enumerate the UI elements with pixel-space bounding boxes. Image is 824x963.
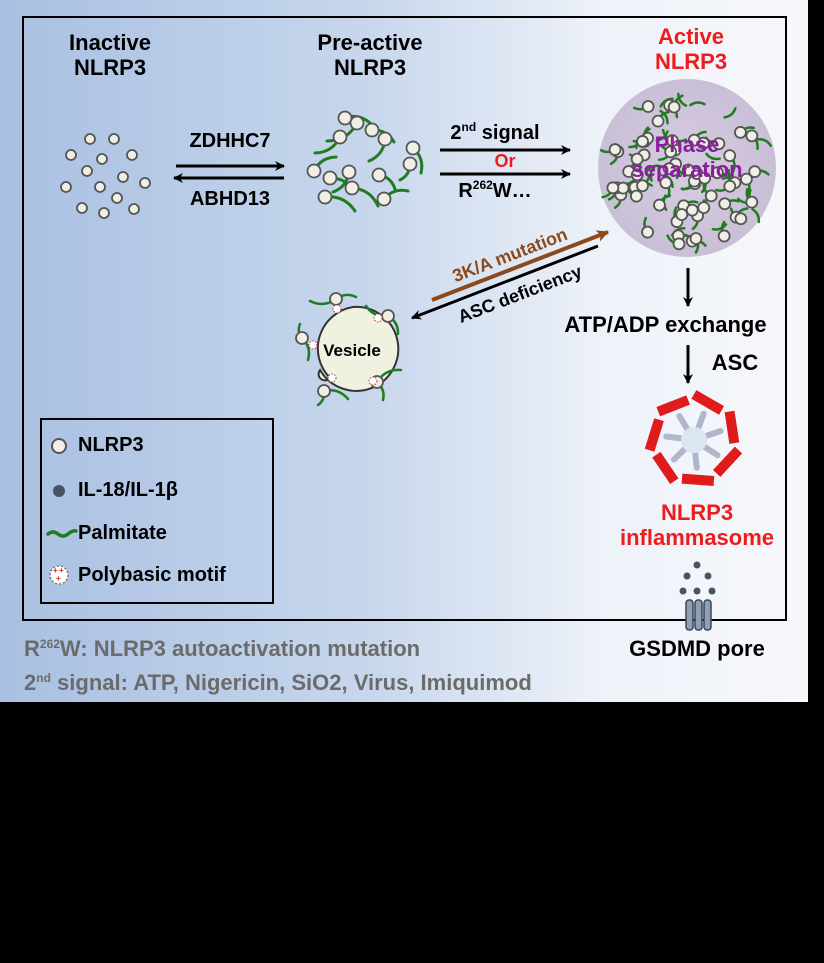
- phase-line2: separation: [631, 157, 743, 183]
- second-signal-base: 2: [450, 122, 462, 144]
- second-signal-rest: signal: [476, 122, 540, 144]
- preactive-line2: NLRP3: [333, 55, 407, 81]
- footnote2-base: 2: [24, 670, 37, 695]
- second-signal-sup: nd: [461, 120, 477, 134]
- footnote2-sup: nd: [36, 671, 51, 685]
- 3ka-mutation-arrow: [431, 230, 609, 302]
- preactive-line1: Pre-active: [317, 30, 423, 55]
- palmitate-icon: [46, 529, 78, 538]
- r262w-rest: W…: [492, 180, 532, 202]
- polybasic-motif-icon: + + +: [49, 565, 69, 585]
- cytokine-dot-icon: [53, 485, 65, 497]
- legend-icons: + + +: [46, 438, 78, 585]
- nlrp3-activation-figure: Inactive NLRP3 Pre-active NLRP3 Active N…: [0, 0, 808, 702]
- diagram-frame: [22, 16, 787, 621]
- phase-line1: Phase: [654, 132, 720, 157]
- footnote1-rest: W: NLRP3 autoactivation mutation: [59, 636, 421, 661]
- footnote1-sup: 262: [39, 637, 60, 651]
- inactive-line1: Inactive: [69, 30, 151, 55]
- asc-label: ASC: [711, 350, 759, 375]
- active-nlrp3-label: Active NLRP3: [636, 24, 746, 75]
- second-signal-label: 2nd signal: [430, 120, 560, 145]
- footnote1-base: R: [24, 636, 40, 661]
- zdhhc7-label: ZDHHC7: [189, 130, 271, 152]
- r262w-base: R: [458, 180, 473, 202]
- legend-box: + + + NLRP3 IL-18/IL-1β Palmitate Polyba…: [40, 418, 274, 604]
- legend-nlrp3: NLRP3: [78, 434, 144, 456]
- legend-palmitate: Palmitate: [78, 522, 167, 544]
- inflammasome-line1: NLRP3: [660, 500, 734, 525]
- active-line2: NLRP3: [654, 49, 728, 75]
- footnote-r262w: R262W: NLRP3 autoactivation mutation: [24, 636, 420, 661]
- gsdmd-pore-label: GSDMD pore: [629, 636, 765, 661]
- svg-text:+: +: [53, 566, 58, 575]
- phase-separation-label: Phase separation: [597, 132, 777, 183]
- nlrp3-inflammasome-label: NLRP3 inflammasome: [600, 500, 794, 551]
- inactive-line2: NLRP3: [73, 55, 147, 81]
- gsdmd-pore-icon: [679, 561, 716, 631]
- legend-polybasic: Polybasic motif: [78, 564, 226, 586]
- vesicle-with-nlrp3: [295, 292, 403, 407]
- preactive-nlrp3-cluster: [306, 110, 424, 213]
- r262w-sup: 262: [472, 178, 493, 192]
- droplet-nlrp3-palmitate: [599, 92, 772, 254]
- legend-cytokine: IL-18/IL-1β: [78, 479, 178, 501]
- svg-text:+: +: [59, 566, 64, 575]
- svg-text:+: +: [56, 574, 61, 583]
- active-line1: Active: [657, 24, 725, 49]
- atp-adp-exchange-label: ATP/ADP exchange: [564, 312, 767, 337]
- vesicle-label: Vesicle: [323, 341, 381, 360]
- abhd13-label: ABHD13: [189, 188, 271, 210]
- diagram-graphics: [60, 79, 776, 631]
- footnote2-rest: signal: ATP, Nigericin, SiO2, Virus, Imi…: [50, 670, 532, 695]
- asc-deficiency-arrow: [411, 244, 599, 320]
- footnote-second-signal: 2nd signal: ATP, Nigericin, SiO2, Virus,…: [24, 670, 532, 695]
- nlrp3-inflammasome-icon: [644, 390, 743, 487]
- nlrp3-protein-icon: [51, 438, 67, 454]
- inactive-nlrp3-cluster: [60, 133, 151, 219]
- inactive-nlrp3-label: Inactive NLRP3: [50, 30, 170, 81]
- inflammasome-line2: inflammasome: [619, 525, 775, 551]
- or-label: Or: [494, 151, 516, 171]
- r262w-label: R262W…: [440, 178, 550, 203]
- preactive-nlrp3-label: Pre-active NLRP3: [300, 30, 440, 81]
